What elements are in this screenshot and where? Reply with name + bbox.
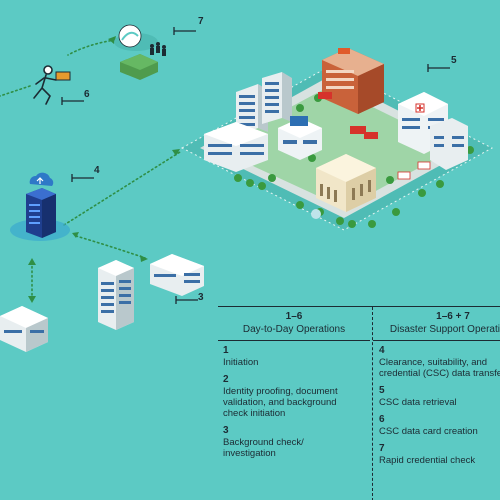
- day-to-day-column: 1–6 Day-to-Day Operations 1 Initiation 2…: [218, 307, 370, 500]
- step-text: Clearance, suitability, and credential (…: [379, 357, 500, 379]
- disaster-support-steps: 4 Clearance, suitability, and credential…: [373, 341, 500, 466]
- city-block: [180, 48, 494, 231]
- connector-4-2: [75, 235, 146, 259]
- ambulances: [397, 161, 431, 180]
- process-legend: 1–6 Day-to-Day Operations 1 Initiation 2…: [218, 306, 500, 500]
- disaster-support-title: Disaster Support Operations: [389, 324, 500, 335]
- courier-figure: [33, 65, 71, 105]
- step-item: 1 Initiation: [223, 345, 370, 368]
- step-item: 6 CSC data card creation: [379, 414, 500, 437]
- initiation-building: [0, 306, 48, 352]
- office-l-building: [204, 122, 268, 172]
- step-number: 4: [379, 345, 385, 356]
- hospital: [398, 92, 468, 170]
- step-number: 6: [379, 414, 385, 425]
- step-item: 2 Identity proofing, document validation…: [223, 374, 370, 419]
- step-number: 2: [223, 374, 229, 385]
- marker-3: 3: [198, 292, 204, 303]
- investigation-building: [150, 254, 204, 296]
- marker-5: 5: [451, 55, 457, 66]
- day-to-day-steps: 1 Initiation 2 Identity proofing, docume…: [218, 341, 370, 459]
- marker-6: 6: [84, 89, 90, 100]
- connector-6-edge: [0, 85, 31, 97]
- connectors: [0, 39, 181, 301]
- connector-4-5: [63, 151, 181, 226]
- cloud-server: [10, 172, 70, 241]
- step-item: 3 Background check/ investigation: [223, 425, 370, 459]
- step-item: 4 Clearance, suitability, and credential…: [379, 345, 500, 379]
- marker-4: 4: [94, 165, 100, 176]
- step-item: 5 CSC data retrieval: [379, 385, 500, 408]
- day-to-day-phase: 1–6: [285, 311, 303, 322]
- step-number: 5: [379, 385, 385, 396]
- step-text: Identity proofing, document validation, …: [223, 386, 338, 419]
- day-to-day-header: 1–6 Day-to-Day Operations: [218, 307, 370, 341]
- connector-7-6: [67, 39, 116, 56]
- fire-station: [322, 48, 384, 114]
- police-station: [278, 116, 322, 160]
- office-tower-b: [262, 72, 292, 124]
- fire-trucks: [318, 92, 378, 139]
- day-to-day-title: Day-to-Day Operations: [242, 324, 346, 335]
- step-text: Initiation: [223, 357, 259, 368]
- step-number: 1: [223, 345, 229, 356]
- disaster-support-column: 1–6 + 7 Disaster Support Operations 4 Cl…: [372, 307, 500, 500]
- capitol-building: [311, 154, 376, 219]
- step-text: Background check/ investigation: [223, 437, 304, 459]
- disaster-support-header: 1–6 + 7 Disaster Support Operations: [373, 307, 500, 341]
- step-item: 7 Rapid credential check: [379, 443, 500, 466]
- step-number: 7: [379, 443, 385, 454]
- disaster-support-phase: 1–6 + 7: [436, 311, 470, 322]
- step-text: CSC data retrieval: [379, 397, 457, 408]
- marker-7: 7: [198, 16, 204, 27]
- step-text: Rapid credential check: [379, 455, 476, 466]
- arrowheads: [28, 36, 180, 303]
- marker-leaders: [61, 27, 450, 304]
- rapid-check-scene: [114, 24, 166, 80]
- step-text: CSC data card creation: [379, 426, 478, 437]
- step-number: 3: [223, 425, 229, 436]
- processing-tower: [98, 260, 134, 330]
